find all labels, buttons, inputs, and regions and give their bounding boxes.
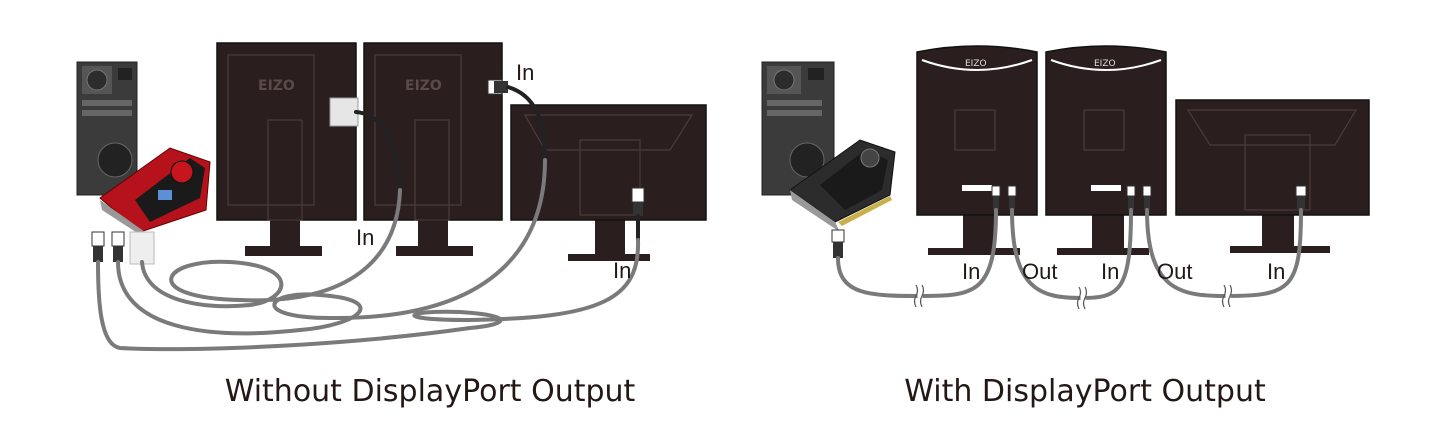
caption-with-dp-output: With DisplayPort Output [904,374,1266,409]
brand-logo: EIZO [965,59,987,69]
monitor-portrait-2: EIZO [363,42,508,256]
brand-logo: EIZO [405,78,442,94]
label-in-monitor-3: In [613,258,631,283]
caption-without-dp-output: Without DisplayPort Output [225,374,636,409]
monitor-portrait-1: EIZO [216,42,359,256]
brand-logo: EIZO [258,78,295,94]
right-panel: EIZO EIZO [761,45,1370,409]
cable-break-marks [917,285,1231,309]
pc-tower-left [76,61,138,196]
label-in-monitor-a: In [962,259,980,284]
label-out-monitor-a: Out [1022,259,1057,284]
connector-right-gpu [831,229,845,258]
label-in-monitor-b: In [1101,259,1119,284]
label-in-monitor-2: In [516,60,534,85]
cables-right [836,208,1303,310]
monitor-portrait-b: EIZO [1045,45,1167,255]
label-in-monitor-c: In [1267,259,1285,284]
monitor-portrait-a: EIZO [916,45,1038,255]
monitor-landscape-c [1175,99,1370,253]
left-panel: EIZO EIZO [76,42,707,409]
graphics-card-right [789,139,896,232]
brand-logo: EIZO [1094,59,1116,69]
label-out-monitor-b: Out [1157,259,1192,284]
pc-tower-right [761,61,835,196]
graphics-card-left [99,147,211,240]
label-in-monitor-1: In [356,225,374,250]
connectors-left [91,231,155,265]
cables-left [96,85,641,352]
